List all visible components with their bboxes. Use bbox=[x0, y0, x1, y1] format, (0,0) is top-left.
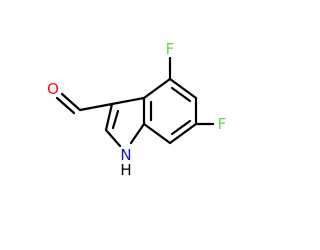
fluorine-6-atom-label: F bbox=[218, 115, 227, 133]
bond-n1-c7a bbox=[129, 122, 146, 145]
bond-c3-c2-inner bbox=[111, 109, 120, 130]
bond-c3-c2 bbox=[104, 102, 114, 132]
molecule-canvas: O F F N H bbox=[47, 40, 227, 179]
bond-c7-c7a bbox=[142, 122, 172, 145]
bond-cho-o-2 bbox=[55, 96, 76, 115]
bond-cho-o-1 bbox=[60, 92, 82, 112]
bond-c4-c5-inner bbox=[170, 86, 192, 103]
bond-c2-n1 bbox=[104, 128, 122, 148]
bond-c3a-c4 bbox=[142, 77, 172, 100]
fluorine-4-atom-label: F bbox=[166, 40, 175, 58]
bond-c6-c7 bbox=[168, 122, 198, 145]
nitrogen-atom-label: N bbox=[120, 146, 131, 164]
oxygen-atom-label: O bbox=[47, 80, 59, 98]
bond-c3-cho bbox=[78, 102, 114, 112]
bond-c4-c5 bbox=[168, 77, 198, 100]
hydrogen-atom-label: H bbox=[120, 161, 131, 179]
bond-c6-c7-inner bbox=[170, 119, 192, 136]
bond-c3a-c3 bbox=[110, 96, 146, 106]
molecule-structure: O F F N H bbox=[47, 40, 227, 179]
